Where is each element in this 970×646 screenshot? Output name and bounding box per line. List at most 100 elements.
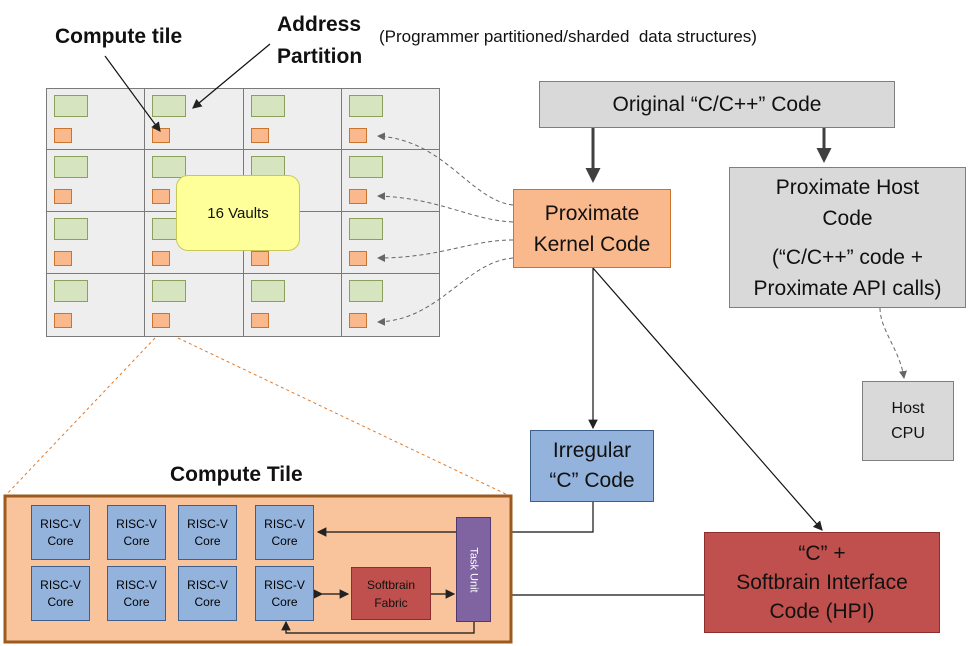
- kernel-to-softbrain-arrow: [592, 267, 823, 531]
- host-code-line2: Code: [822, 206, 873, 230]
- kernel-to-vault-row2: [377, 192, 514, 223]
- compute-tile-block: [349, 251, 367, 266]
- address-partition-block: [251, 95, 285, 117]
- compute-tile-block: [349, 189, 367, 204]
- host-cpu-line1: Host: [891, 400, 925, 417]
- risc-v-core-label: RISC-V Core: [187, 516, 228, 550]
- compute-tile-block: [152, 313, 170, 328]
- host-code-line3: (“C/C++” code +: [771, 245, 924, 269]
- risc-v-core-line1: RISC-V: [40, 516, 81, 531]
- compute-tile-block: [54, 128, 72, 143]
- compute-tile-block: [349, 128, 367, 143]
- task-unit-to-core-bottom: [281, 620, 475, 634]
- risc-v-core-line1: RISC-V: [264, 516, 305, 531]
- host-cpu-box: Host CPU: [862, 381, 954, 461]
- address-partition-block: [54, 156, 88, 178]
- address-partition-block: [152, 280, 186, 302]
- compute-tile-block: [54, 251, 72, 266]
- risc-v-core-line2: Core: [194, 594, 221, 609]
- compute-tile-block: [54, 189, 72, 204]
- risc-v-core: RISC-V Core: [178, 566, 237, 621]
- task-unit-label: Task Unit: [467, 546, 480, 593]
- address-partition-block: [54, 218, 88, 240]
- risc-v-core-line2: Core: [123, 594, 150, 609]
- address-partition-block: [152, 95, 186, 117]
- irregular-code-box: Irregular “C” Code: [530, 430, 654, 502]
- softbrain-fabric-line1: Softbrain: [366, 577, 416, 592]
- softbrain-interface-box: “C” + Softbrain Interface Code (HPI): [704, 532, 940, 633]
- zoom-line-left: [4, 337, 156, 497]
- risc-v-core-label: RISC-V Core: [40, 516, 81, 550]
- zoom-line-right: [177, 337, 511, 497]
- compute-tile-block: [152, 251, 170, 266]
- address-partition-note: (Programmer partitioned/sharded data str…: [379, 27, 757, 46]
- vaults-label: 16 Vaults: [207, 204, 269, 222]
- risc-v-core: RISC-V Core: [178, 505, 237, 560]
- host-code-line4: Proximate API calls): [753, 276, 942, 300]
- risc-v-core-label: RISC-V Core: [116, 516, 157, 550]
- risc-v-core-line2: Core: [123, 533, 150, 548]
- risc-v-core: RISC-V Core: [107, 566, 166, 621]
- kernel-to-vault-row3: [377, 239, 514, 262]
- kernel-code-box: Proximate Kernel Code: [513, 189, 671, 268]
- host-code-to-cpu: [879, 307, 907, 379]
- risc-v-core-line2: Core: [194, 533, 221, 548]
- address-partition-pointer: [192, 43, 271, 109]
- risc-v-core-line1: RISC-V: [116, 577, 157, 592]
- risc-v-core-line1: RISC-V: [264, 577, 305, 592]
- kernel-code-line2: Kernel Code: [533, 232, 651, 256]
- softbrain-fabric-line2: Fabric: [374, 595, 408, 610]
- address-partition-block: [54, 280, 88, 302]
- compute-tile-label: Compute tile: [55, 25, 183, 48]
- risc-v-core-label: RISC-V Core: [264, 516, 305, 550]
- risc-v-core-line2: Core: [47, 533, 74, 548]
- address-partition-label-line1: Address: [277, 13, 362, 36]
- task-unit-box: Task Unit: [456, 517, 491, 622]
- risc-v-core-label: RISC-V Core: [116, 577, 157, 611]
- compute-tile-title: Compute Tile: [170, 463, 303, 486]
- risc-v-core-line2: Core: [271, 594, 298, 609]
- irregular-code-line2: “C” Code: [549, 469, 635, 492]
- address-partition-label-line2: Partition: [277, 45, 363, 68]
- risc-v-core-line1: RISC-V: [187, 577, 228, 592]
- risc-v-core-line2: Core: [271, 533, 298, 548]
- risc-v-core: RISC-V Core: [255, 566, 314, 621]
- risc-v-core-label: RISC-V Core: [187, 577, 228, 611]
- softbrain-interface-line2: Softbrain Interface: [736, 571, 908, 594]
- compute-tile-block: [349, 313, 367, 328]
- compute-tile-block: [152, 189, 170, 204]
- kernel-to-vault-row1: [377, 132, 514, 206]
- address-partition-block: [54, 95, 88, 117]
- vaults-callout: 16 Vaults: [176, 175, 300, 251]
- address-partition-block: [349, 280, 383, 302]
- risc-v-core-line1: RISC-V: [40, 577, 81, 592]
- host-code-line1: Proximate Host: [775, 175, 920, 199]
- address-partition-block: [349, 156, 383, 178]
- compute-tile-block: [251, 251, 269, 266]
- risc-v-core: RISC-V Core: [31, 566, 90, 621]
- risc-v-core: RISC-V Core: [31, 505, 90, 560]
- softbrain-fabric-box: Softbrain Fabric: [351, 567, 431, 620]
- address-partition-block: [349, 95, 383, 117]
- irregular-code-line1: Irregular: [552, 439, 632, 462]
- compute-tile-block: [251, 313, 269, 328]
- irregular-to-task-unit: [492, 502, 594, 537]
- softbrain-interface-line3: Code (HPI): [769, 600, 875, 623]
- risc-v-core: RISC-V Core: [107, 505, 166, 560]
- risc-v-core-line2: Core: [47, 594, 74, 609]
- address-partition-block: [349, 218, 383, 240]
- original-code-box: Original “C/C++” Code: [539, 81, 895, 128]
- risc-v-core: RISC-V Core: [255, 505, 314, 560]
- kernel-to-vault-row4: [377, 257, 514, 326]
- address-partition-block: [251, 280, 285, 302]
- address-partition-block: [152, 156, 186, 178]
- risc-v-core-label: RISC-V Core: [264, 577, 305, 611]
- compute-tile-block: [54, 313, 72, 328]
- host-code-box: Proximate Host Code (“C/C++” code + Prox…: [729, 167, 966, 308]
- compute-tile-pointer: [104, 55, 161, 132]
- risc-v-core-line1: RISC-V: [187, 516, 228, 531]
- risc-v-core-line1: RISC-V: [116, 516, 157, 531]
- compute-tile-block: [251, 128, 269, 143]
- risc-v-core-label: RISC-V Core: [40, 577, 81, 611]
- host-cpu-line2: CPU: [891, 425, 925, 442]
